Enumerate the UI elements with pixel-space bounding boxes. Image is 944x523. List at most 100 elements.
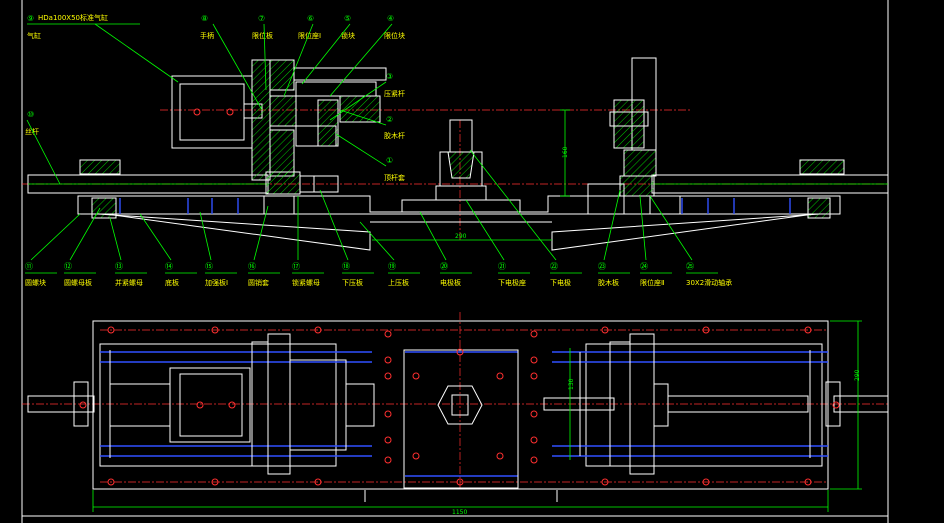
bolt-hole (530, 372, 538, 380)
callout-6-num: ⑥ (307, 14, 314, 23)
callout-6-text: 限位座Ⅰ (298, 31, 321, 40)
callout-15-text: 加强板Ⅰ (205, 278, 228, 287)
bolt-hole (702, 326, 710, 334)
callout-leader-13 (109, 217, 122, 261)
callout-5-num: ⑤ (344, 14, 351, 23)
bolt-hole (384, 356, 392, 364)
plan-bolt-holes (79, 326, 840, 486)
bolt-hole (456, 348, 464, 356)
bolt-hole (384, 410, 392, 418)
bolt-hole (530, 410, 538, 418)
callout-17-text: 锁紧螺母 (292, 278, 320, 287)
bolt-hole (530, 436, 538, 444)
callout-8-num-b: ⑧ (201, 14, 208, 23)
bolt-hole (530, 456, 538, 464)
callout-4-num: ④ (387, 14, 394, 23)
bolt-hole (496, 372, 504, 380)
callout-leader-18 (319, 189, 349, 261)
callout-1-num: ① (386, 156, 393, 165)
callout-leader-16 (253, 205, 269, 261)
callout-11-num: ⑪ (25, 262, 33, 271)
callout-20-num: ⑳ (440, 262, 448, 271)
lead-screw-left (27, 174, 269, 194)
callout-23-text: 胶木板 (598, 278, 619, 287)
bolt-hole (456, 478, 464, 486)
top-callouts: ⑨ HDa100X50标准气缸 气缸 ⑧ 手柄 ⑦ 限位板 ⑥ 限位座Ⅰ ⑤ 锁… (27, 13, 405, 111)
callout-12-num: ⑫ (64, 262, 72, 271)
callout-22-num: ㉒ (550, 262, 558, 271)
callout-1-text: 顶杆套 (384, 173, 405, 182)
drawing-frame (21, 0, 889, 523)
callout-10-num: ⑩ (27, 110, 34, 119)
hidden-lines-base (119, 198, 791, 214)
callout-cylinder-text: 气缸 (27, 31, 41, 40)
callout-14-text: 底板 (165, 278, 179, 287)
bolt-hole (530, 356, 538, 364)
callout-13-num: ⑬ (115, 262, 123, 271)
round-nut-right (799, 159, 845, 175)
bolt-hole (211, 326, 219, 334)
clamp-left (251, 59, 387, 215)
clamp-right (587, 57, 681, 215)
bolt-hole (384, 456, 392, 464)
callout-9-num: ⑨ (27, 14, 34, 23)
plan-view: 130 290 1150 (22, 312, 889, 516)
callout-3-text: 压紧杆 (384, 89, 405, 98)
callout-22-text: 下电极 (550, 278, 571, 287)
callout-leader-21 (465, 199, 505, 261)
bolt-hole (384, 330, 392, 338)
plan-screw-right (833, 395, 889, 413)
callout-19-num: ⑲ (388, 262, 396, 271)
callout-13-text: 并紧螺母 (115, 278, 143, 287)
callout-leader-24 (639, 195, 647, 261)
bolt-hole (412, 372, 420, 380)
dim-text-height-top: 160 (562, 146, 569, 158)
callout-24-text: 限位座Ⅱ (640, 278, 664, 287)
plan-base (92, 320, 829, 490)
callout-5-text: 锁块 (341, 31, 355, 40)
callout-19-text: 上压板 (388, 278, 409, 287)
callout-leader-23 (603, 189, 621, 261)
dim-width-mid: 290 (372, 233, 552, 241)
bolt-hole (384, 436, 392, 444)
callout-14-num: ⑭ (165, 262, 173, 271)
bolt-hole (107, 326, 115, 334)
bolt-hole (314, 478, 322, 486)
callout-leader-12 (69, 207, 101, 261)
bolt-hole (601, 478, 609, 486)
bolt-hole (79, 401, 87, 409)
callout-leader-15 (199, 211, 212, 261)
callout-leader-19 (359, 221, 395, 261)
callout-25-text: 30X2滑动轴承 (686, 278, 732, 287)
bolt-hole (832, 401, 840, 409)
callout-8-text: 手柄 (200, 31, 214, 40)
right-callouts: ③ 压紧杆 ② 胶木杆 ① 顶杆套 (329, 72, 405, 182)
dim-text-plan-height: 290 (854, 369, 861, 381)
plan-electrode-hex (437, 385, 483, 425)
callout-leader-22 (469, 149, 557, 261)
callout-20-text: 电极板 (440, 278, 461, 287)
callout-3-num: ③ (386, 72, 393, 81)
bolt-hole (314, 326, 322, 334)
center-electrode (401, 119, 521, 213)
bolt-hole (211, 478, 219, 486)
callout-7-text: 限位板 (252, 31, 273, 40)
callout-leader-25 (649, 195, 693, 261)
callout-21-text: 下电极座 (498, 278, 526, 287)
callout-23-num: ㉓ (598, 262, 606, 271)
dim-height-top: 160 (560, 109, 570, 197)
callout-16-num: ⑯ (248, 262, 256, 271)
callout-17-num: ⑰ (292, 262, 300, 271)
bolt-hole (702, 478, 710, 486)
callout-2-text: 胶木杆 (384, 131, 405, 140)
callout-11-text: 圆螺块 (25, 278, 46, 287)
bolt-hole (412, 452, 420, 460)
front-view: 160 290 (22, 57, 889, 251)
dim-plan: 130 290 1150 (92, 320, 862, 516)
bolt-hole (384, 372, 392, 380)
callout-18-text: 下压板 (342, 278, 363, 287)
bolt-hole (530, 330, 538, 338)
callout-2-num: ② (386, 115, 393, 124)
callout-18-num: ⑱ (342, 262, 350, 271)
left-callout: ⑩ 丝杆 (25, 110, 61, 185)
